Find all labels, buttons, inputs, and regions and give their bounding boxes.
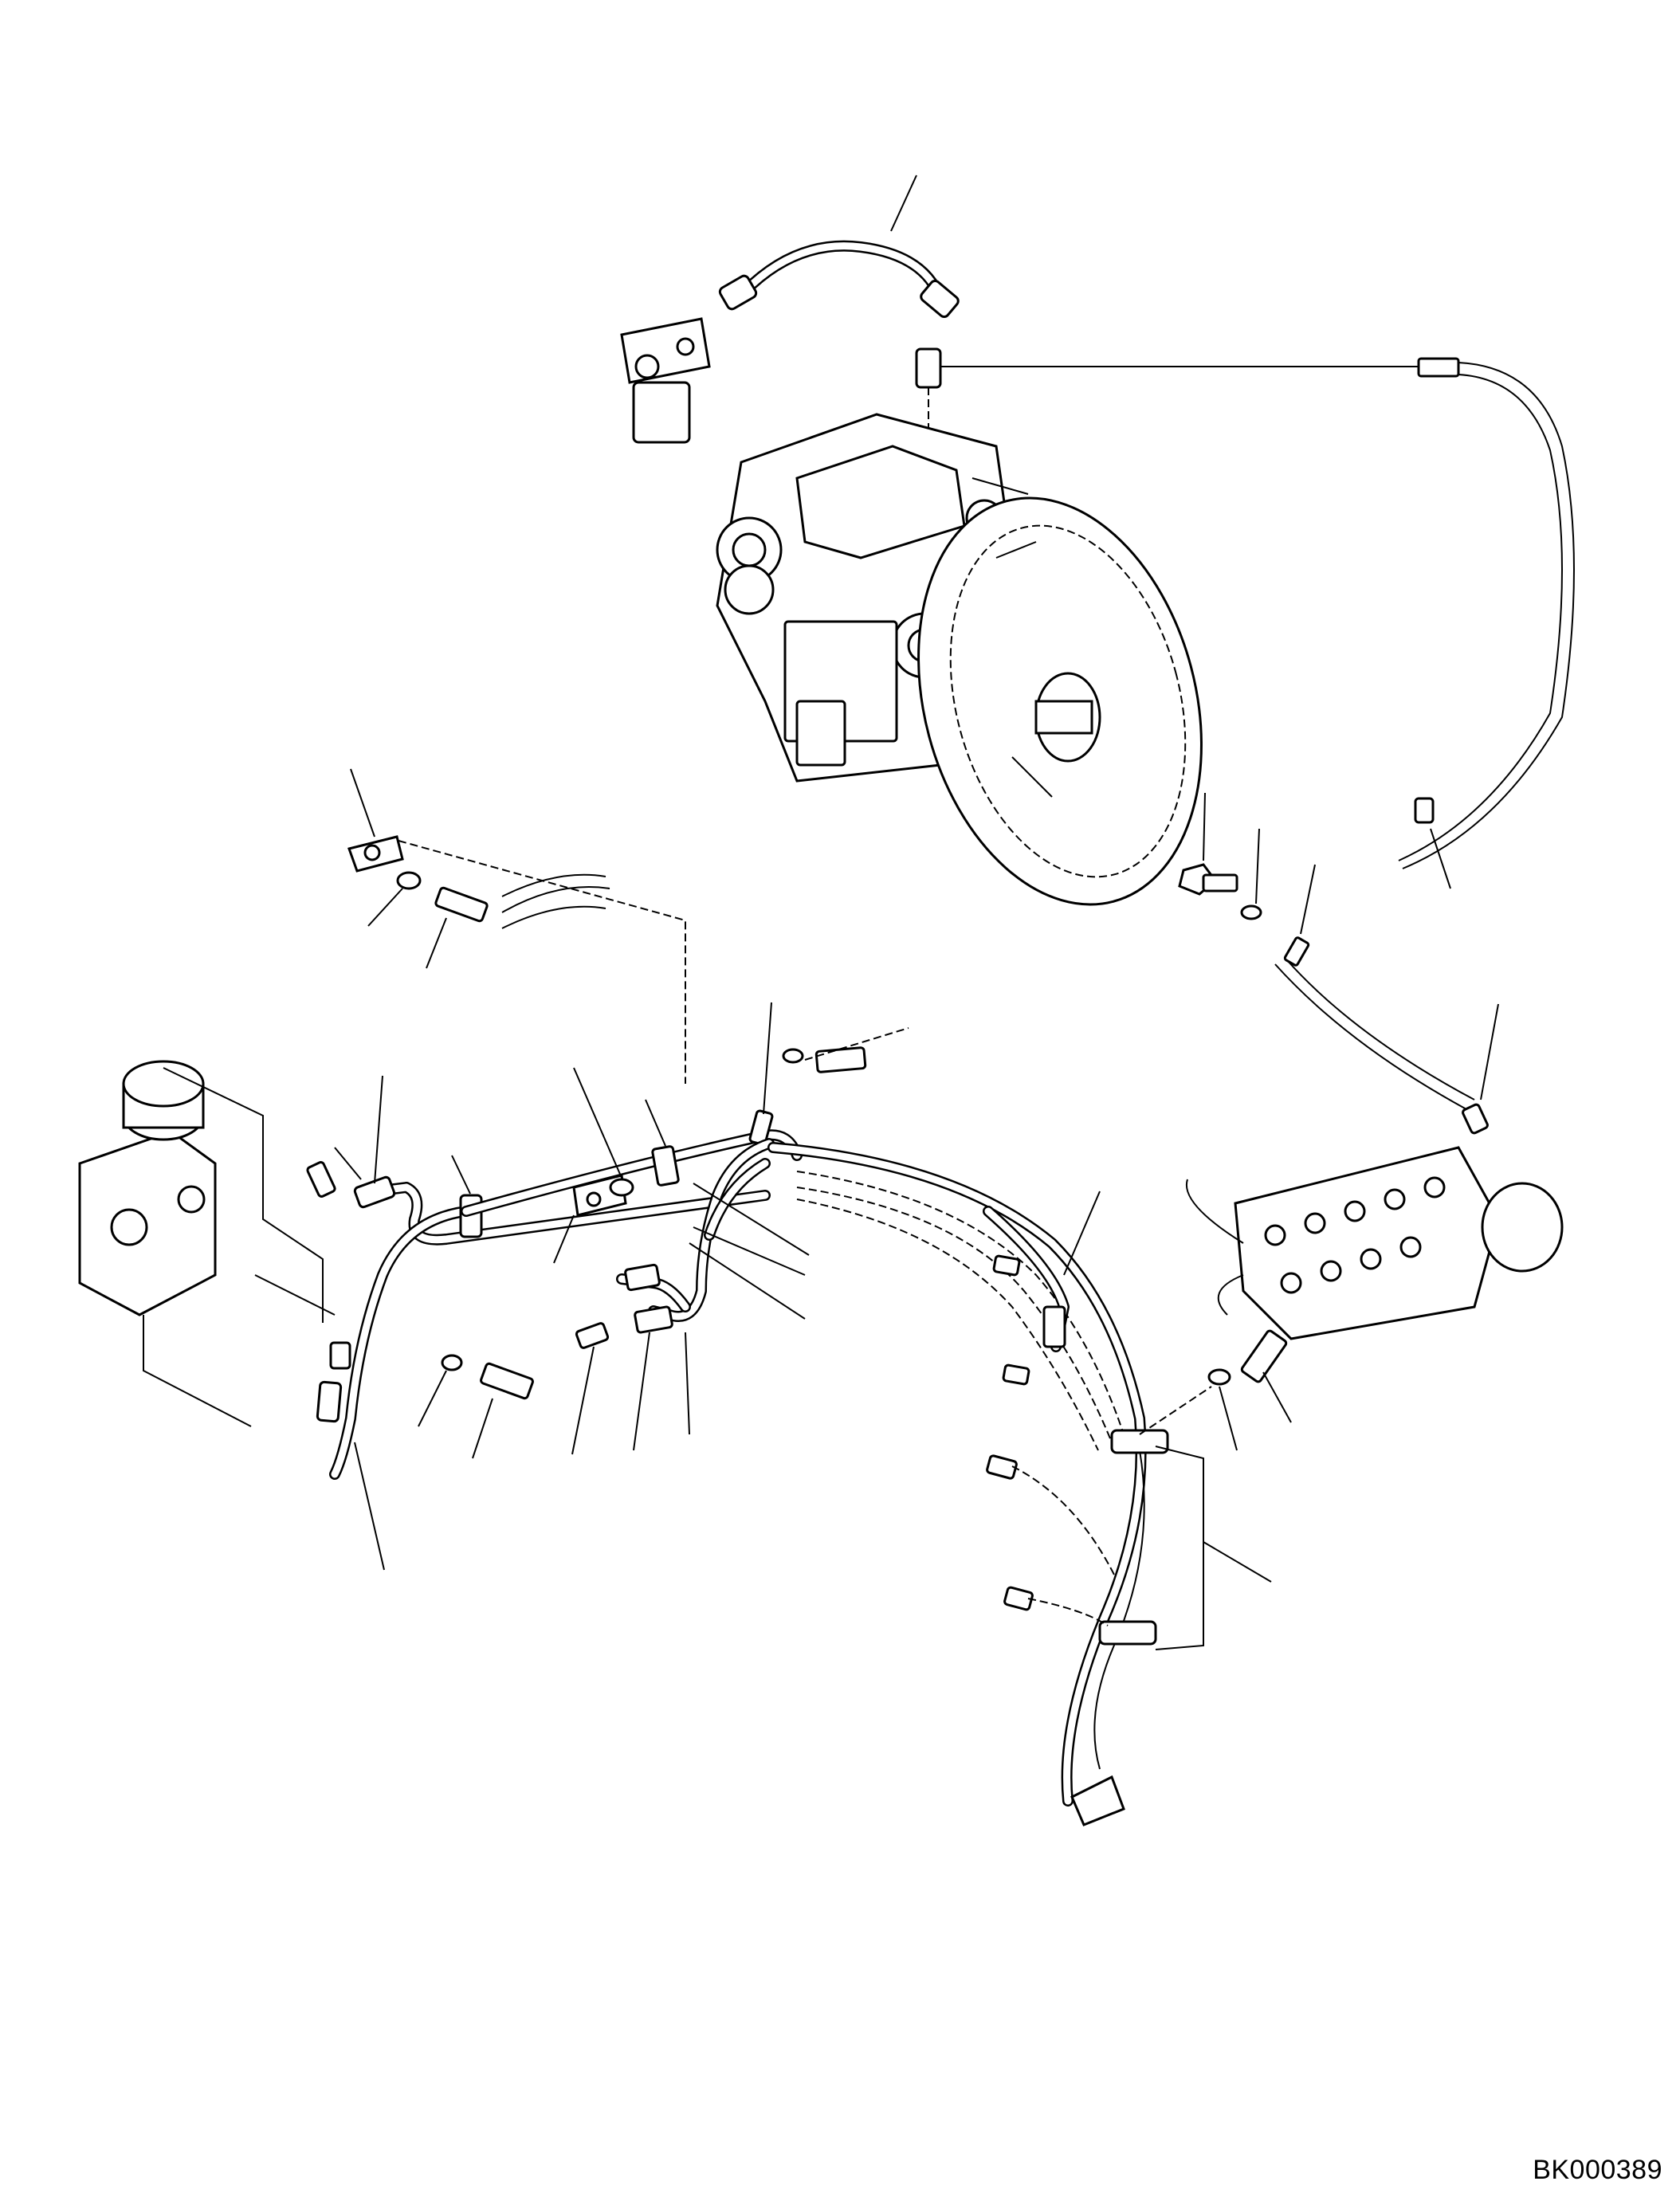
right-harness-clip	[1283, 936, 1310, 967]
pump-pressure-hose	[718, 240, 960, 319]
wire-connector-right	[1417, 357, 1460, 378]
lower-left-bolt	[480, 1362, 534, 1400]
right-harness-clamp-bolt	[1178, 863, 1238, 896]
lower-left-washer	[441, 1354, 463, 1371]
bundle-fitting-c	[986, 1454, 1018, 1480]
right-harness-washer	[1240, 904, 1262, 920]
harness-bundle-sketch	[398, 840, 686, 1084]
swivel-fitting-upper	[306, 1161, 336, 1198]
leader-line-left-pipe-lower	[354, 1442, 385, 1571]
upper-left-clip-bolt	[434, 886, 489, 923]
leader-line-harness-clip-valve	[1480, 1003, 1499, 1100]
center-pipe-fitting-a	[624, 1263, 661, 1292]
swivel-joint	[78, 1060, 217, 1316]
bundle-tag-plate	[1155, 1446, 1204, 1650]
upper-left-washer	[396, 871, 422, 890]
lower-right-bolt	[1240, 1329, 1288, 1383]
figure-reference-code: BK000389	[1533, 2155, 1662, 2185]
right-harness-clamp-upper	[1414, 797, 1435, 824]
swivel-fitting-lower	[329, 1341, 351, 1370]
line-filter-assembly	[620, 317, 711, 444]
left-pipe-assembly	[316, 1175, 771, 1480]
bundle-fitting-a	[992, 1254, 1021, 1277]
center-pipe-fitting-c	[575, 1322, 610, 1349]
sensor-harness-right	[1402, 362, 1575, 869]
hose-end-bottom	[1070, 1775, 1125, 1826]
leader-line-left-pipe-fitting	[374, 1075, 383, 1184]
bundle-fitting-b	[1002, 1363, 1030, 1386]
lower-right-washer	[1207, 1368, 1231, 1386]
bundle-fitting-d	[1003, 1586, 1034, 1611]
upper-long-pipe	[461, 1129, 803, 1217]
right-pipe-end	[983, 1206, 1070, 1352]
hose-bundle	[767, 1142, 1147, 1807]
bundle-clamp-upper	[1110, 1429, 1169, 1454]
main-hydraulic-pump	[716, 413, 1203, 906]
center-pipe-fitting-b	[634, 1305, 673, 1334]
control-valve	[1185, 1146, 1564, 1340]
upper-pipe-washer	[782, 1048, 804, 1064]
valve-spools	[1264, 1176, 1446, 1294]
bundle-clamp-lower	[1098, 1620, 1157, 1646]
flange-washer	[609, 1178, 634, 1197]
flange-bolt	[651, 1145, 680, 1187]
upper-left-clip-plate	[347, 835, 404, 873]
leader-line-top-hose	[890, 175, 917, 232]
harness-clip-valve	[1462, 1103, 1489, 1135]
